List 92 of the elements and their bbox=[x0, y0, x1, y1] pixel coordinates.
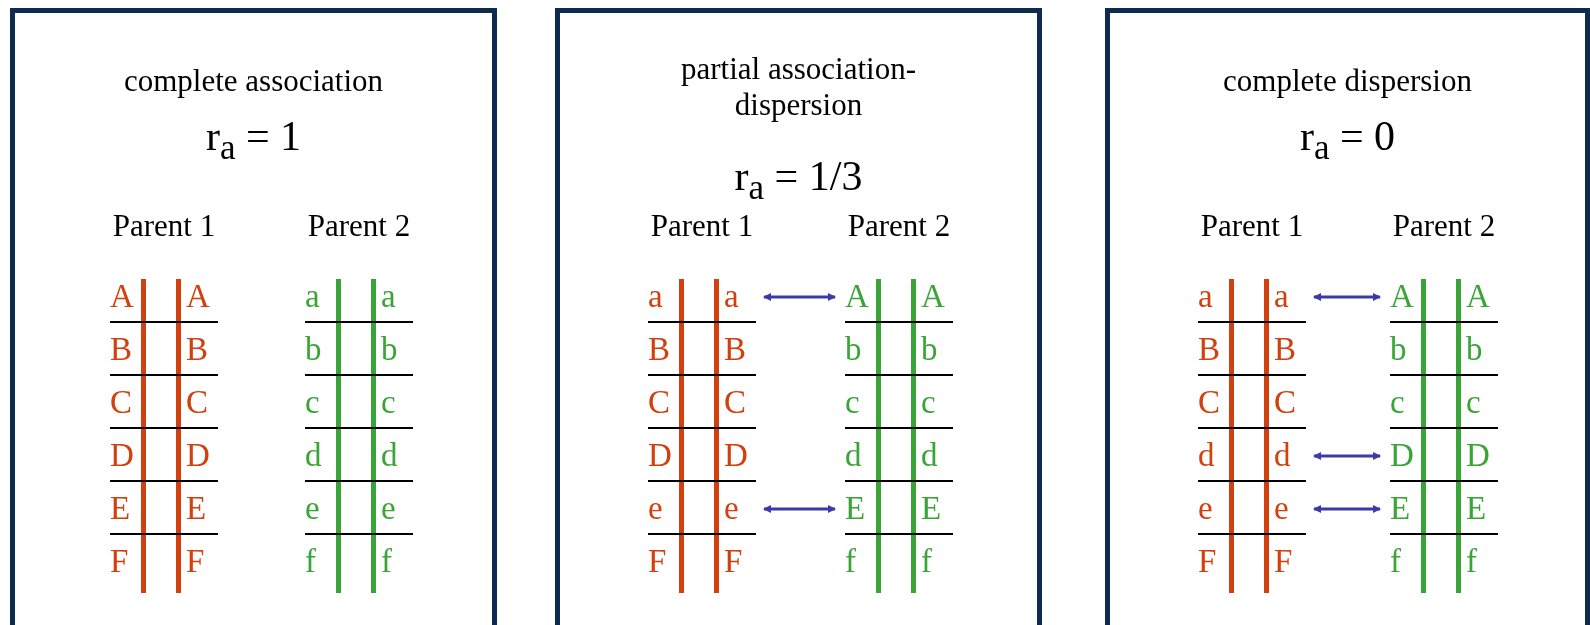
allele-label: A bbox=[186, 277, 210, 316]
double-arrow bbox=[1313, 505, 1381, 513]
allele-label: A bbox=[921, 277, 945, 316]
allele-label: c bbox=[845, 383, 860, 422]
allele-label: B bbox=[1274, 330, 1296, 369]
allele-label: e bbox=[1198, 489, 1213, 528]
allele-label: e bbox=[381, 489, 396, 528]
panel-heading: complete association bbox=[123, 63, 384, 99]
parent-label: Parent 1 bbox=[649, 208, 755, 244]
allele-label: d bbox=[845, 436, 862, 475]
allele-label: C bbox=[186, 383, 208, 422]
allele-label: b bbox=[1390, 330, 1407, 369]
parent-label: Parent 1 bbox=[111, 208, 217, 244]
allele-label: D bbox=[724, 436, 748, 475]
allele-label: b bbox=[305, 330, 322, 369]
allele-label: a bbox=[381, 277, 396, 316]
coefficient-label: r$_{a}$ = 1 bbox=[205, 113, 302, 159]
parent-label: Parent 2 bbox=[306, 208, 412, 244]
allele-label: E bbox=[845, 489, 866, 528]
panel-frame bbox=[555, 8, 1042, 625]
parent-label: Parent 2 bbox=[846, 208, 952, 244]
allele-label: a bbox=[724, 277, 739, 316]
parent-label: Parent 1 bbox=[1199, 208, 1305, 244]
double-arrow bbox=[1313, 452, 1381, 460]
allele-label: c bbox=[381, 383, 396, 422]
allele-label: D bbox=[1390, 436, 1414, 475]
allele-label: A bbox=[1466, 277, 1490, 316]
allele-label: D bbox=[110, 436, 134, 475]
allele-label: a bbox=[305, 277, 320, 316]
allele-label: a bbox=[1198, 277, 1213, 316]
allele-label: B bbox=[648, 330, 670, 369]
allele-label: d bbox=[381, 436, 398, 475]
allele-label: c bbox=[1466, 383, 1481, 422]
allele-label: c bbox=[1390, 383, 1405, 422]
allele-label: c bbox=[305, 383, 320, 422]
allele-label: f bbox=[921, 542, 932, 581]
allele-label: c bbox=[921, 383, 936, 422]
panel-heading: partial association-dispersion bbox=[680, 51, 917, 123]
allele-label: E bbox=[921, 489, 942, 528]
allele-label: F bbox=[1274, 542, 1293, 581]
allele-label: B bbox=[724, 330, 746, 369]
allele-label: E bbox=[1390, 489, 1411, 528]
coefficient-label: r$_{a}$ = 1/3 bbox=[734, 153, 863, 199]
allele-label: F bbox=[186, 542, 205, 581]
allele-label: d bbox=[1198, 436, 1215, 475]
allele-label: C bbox=[1198, 383, 1220, 422]
allele-label: d bbox=[305, 436, 322, 475]
allele-label: B bbox=[186, 330, 208, 369]
allele-label: B bbox=[1198, 330, 1220, 369]
allele-label: C bbox=[648, 383, 670, 422]
allele-label: D bbox=[1466, 436, 1490, 475]
allele-label: f bbox=[381, 542, 392, 581]
allele-label: f bbox=[305, 542, 316, 581]
allele-label: B bbox=[110, 330, 132, 369]
allele-label: D bbox=[648, 436, 672, 475]
allele-label: D bbox=[186, 436, 210, 475]
allele-label: F bbox=[110, 542, 129, 581]
allele-label: b bbox=[1466, 330, 1483, 369]
allele-label: e bbox=[305, 489, 320, 528]
allele-label: b bbox=[921, 330, 938, 369]
allele-label: d bbox=[1274, 436, 1291, 475]
allele-label: F bbox=[1198, 542, 1217, 581]
allele-label: E bbox=[1466, 489, 1487, 528]
allele-label: e bbox=[1274, 489, 1289, 528]
double-arrow bbox=[1313, 293, 1381, 301]
allele-label: f bbox=[1390, 542, 1401, 581]
allele-label: F bbox=[724, 542, 743, 581]
double-arrow bbox=[763, 293, 836, 301]
allele-label: b bbox=[845, 330, 862, 369]
allele-label: E bbox=[110, 489, 131, 528]
allele-label: e bbox=[648, 489, 663, 528]
allele-label: f bbox=[1466, 542, 1477, 581]
panel-heading: complete dispersion bbox=[1223, 63, 1472, 99]
allele-label: a bbox=[1274, 277, 1289, 316]
allele-label: A bbox=[845, 277, 869, 316]
allele-label: a bbox=[648, 277, 663, 316]
allele-label: d bbox=[921, 436, 938, 475]
allele-label: C bbox=[724, 383, 746, 422]
allele-label: C bbox=[110, 383, 132, 422]
panel-frame bbox=[10, 8, 497, 625]
allele-label: f bbox=[845, 542, 856, 581]
parent-label: Parent 2 bbox=[1391, 208, 1497, 244]
allele-label: A bbox=[110, 277, 134, 316]
allele-label: F bbox=[648, 542, 667, 581]
allele-label: E bbox=[186, 489, 207, 528]
double-arrow bbox=[763, 505, 836, 513]
panel-frame bbox=[1105, 8, 1590, 625]
allele-label: b bbox=[381, 330, 398, 369]
allele-label: e bbox=[724, 489, 739, 528]
allele-label: A bbox=[1390, 277, 1414, 316]
allele-label: C bbox=[1274, 383, 1296, 422]
coefficient-label: r$_{a}$ = 0 bbox=[1299, 113, 1396, 159]
